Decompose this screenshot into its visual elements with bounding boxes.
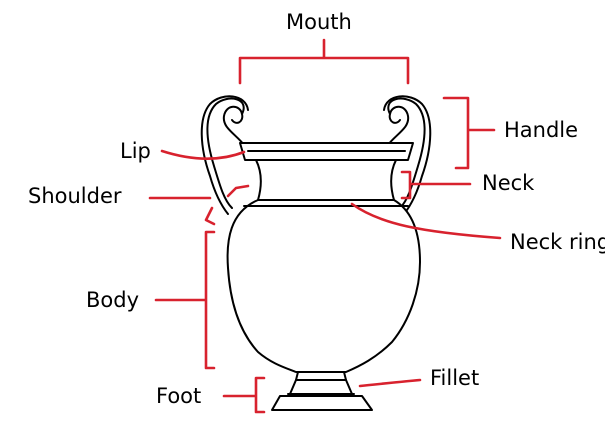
body-bracket — [156, 232, 214, 368]
label-handle: Handle — [504, 118, 578, 142]
vase-body — [228, 200, 420, 372]
label-fillet: Fillet — [430, 366, 479, 390]
label-neck-ring: Neck ring — [510, 230, 605, 254]
vase-foot — [290, 380, 352, 394]
fillet-pointer — [360, 380, 420, 386]
label-lip: Lip — [120, 139, 151, 163]
vase-fillet — [296, 372, 346, 380]
label-foot: Foot — [156, 384, 201, 408]
label-body: Body — [86, 288, 139, 312]
vase-drawing — [202, 96, 431, 410]
mouth-bracket — [240, 40, 408, 83]
label-shoulder: Shoulder — [28, 184, 122, 208]
label-mouth: Mouth — [286, 10, 352, 34]
shoulder-pointer — [150, 186, 248, 224]
foot-bracket — [224, 378, 264, 412]
vase-neck — [256, 160, 396, 200]
label-neck: Neck — [482, 171, 535, 195]
handle-bracket — [444, 98, 494, 168]
